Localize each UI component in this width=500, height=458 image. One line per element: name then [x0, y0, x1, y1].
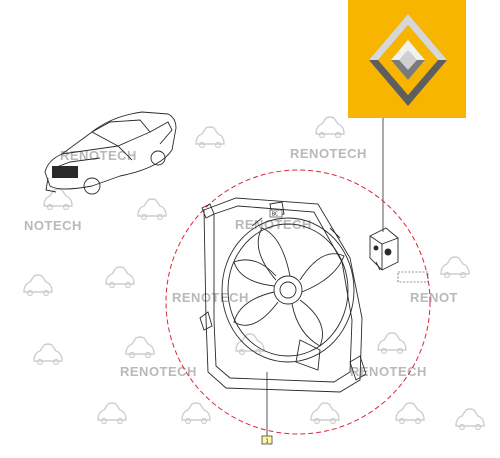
fan-resistor-connector — [369, 227, 399, 271]
fan-callout-label: 1 — [266, 439, 269, 445]
car-illustration — [44, 111, 177, 195]
watermark-text: RENOTECH — [350, 364, 427, 379]
highlight-dashed-circle — [165, 169, 431, 435]
renault-logo — [348, 0, 466, 118]
connector-callout: BC — [269, 209, 283, 218]
renault-diamond-icon — [369, 14, 447, 106]
watermark-text: RENOTECH — [172, 290, 249, 305]
watermark-text: RENOTECH — [60, 148, 137, 163]
watermark-text: RENOTECH — [120, 364, 197, 379]
radiator-fan-assembly — [199, 197, 367, 393]
watermark-text: RENOTECH — [290, 146, 367, 161]
watermark-text-cropped: NOTECH — [24, 218, 82, 233]
watermark-car-icons — [23, 116, 485, 431]
connector-callout-label: BC — [272, 212, 278, 218]
watermark-texts: RENOTECH RENOTECH RENOTECH NOTECH RENOTE… — [24, 146, 458, 379]
connector-dashed-box — [397, 271, 429, 283]
fan-callout: 1 — [261, 435, 273, 445]
watermark-text-cropped: RENOT — [410, 290, 458, 305]
